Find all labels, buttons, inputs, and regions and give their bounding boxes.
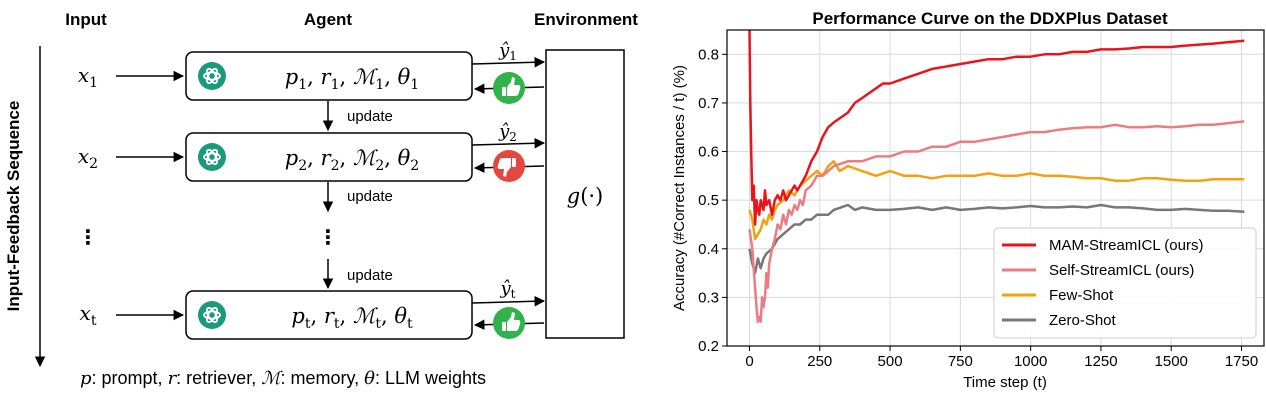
legend-label: Few-Shot — [1049, 287, 1114, 304]
legend-label: MAM-StreamICL (ours) — [1049, 237, 1203, 254]
agent-logo-icon — [197, 142, 227, 172]
y-tick-label: 0.6 — [698, 144, 719, 161]
agent-box-1 — [185, 51, 473, 101]
x-tick-label: 1000 — [1014, 353, 1047, 370]
agent-state-1: p1, r1, ℳ1, θ1 — [285, 65, 419, 93]
x-tick-label: 750 — [948, 353, 973, 370]
thumbs-up-icon — [493, 307, 525, 339]
agent-state-2: p2, r2, ℳ2, θ2 — [285, 146, 419, 174]
x-tick-label: 0 — [745, 353, 753, 370]
environment-function: g(·) — [567, 184, 604, 208]
x-tick-label: 1750 — [1225, 353, 1258, 370]
output-arrow-2 — [471, 138, 546, 149]
series-line — [748, 160, 1245, 241]
side-label: Input-Feedback Sequence — [4, 101, 23, 312]
input-x1: x1 — [78, 63, 98, 91]
legend-box — [993, 227, 1257, 339]
agent-box-2 — [185, 132, 473, 182]
y-tick-label: 0.7 — [698, 95, 719, 112]
input-xt: xt — [80, 301, 97, 329]
chart: Performance Curve on the DDXPlus Dataset… — [671, 9, 1265, 391]
x-axis-label: Time step (t) — [963, 374, 1047, 391]
input-x2: x2 — [78, 144, 98, 172]
series-line — [748, 203, 1245, 275]
y-tick-label: 0.2 — [698, 338, 719, 355]
agent-box-t — [185, 290, 473, 340]
environment-box — [545, 49, 625, 339]
chart-title: Performance Curve on the DDXPlus Dataset — [812, 9, 1168, 28]
chart-series — [748, 29, 1245, 323]
legend: MAM-StreamICL (ours) Self-StreamICL (our… — [993, 227, 1257, 339]
y-tick-label: 0.5 — [698, 192, 719, 209]
update-label-1: update — [347, 108, 393, 125]
input-ellipsis: ⋮ — [78, 227, 98, 249]
legend-label: Zero-Shot — [1049, 312, 1117, 329]
update-label-3: update — [347, 267, 393, 284]
agent-logo-icon — [197, 61, 227, 91]
legend-label: Self-StreamICL (ours) — [1049, 262, 1194, 279]
header-agent: Agent — [304, 10, 353, 29]
agent-ellipsis: ⋮ — [318, 227, 338, 249]
agent-logo-icon — [197, 300, 227, 330]
x-tick-label: 1500 — [1155, 353, 1188, 370]
output-y2: ŷ2 — [498, 121, 517, 144]
y-tick-label: 0.4 — [698, 241, 719, 258]
y-tick-label: 0.3 — [698, 289, 719, 306]
output-yt: ŷt — [500, 278, 516, 301]
x-tick-label: 500 — [878, 353, 903, 370]
agent-state-t: pt, rt, ℳt, θt — [291, 304, 413, 332]
diagram: Input Agent Environment Input-Feedback S… — [4, 10, 638, 389]
output-arrow-t — [471, 296, 546, 307]
header-input: Input — [65, 10, 107, 29]
x-tick-label: 1250 — [1084, 353, 1117, 370]
y-tick-label: 0.8 — [698, 46, 719, 63]
y-axis-label: Accuracy (#Correct Instances / t) (%) — [671, 65, 688, 311]
update-label-2: update — [347, 188, 393, 205]
series-line — [748, 120, 1245, 323]
thumbs-down-icon — [493, 150, 525, 182]
plot-frame — [726, 29, 1265, 347]
chart-ticks: 0 250 500 750 1000 1250 1500 1750 0.2 0.3 0.4 0.5 0.… — [698, 46, 1258, 370]
output-y1: ŷ1 — [498, 40, 517, 63]
series-line — [748, 29, 1245, 226]
x-tick-label: 250 — [807, 353, 832, 370]
header-environment: Environment — [534, 10, 638, 29]
thumbs-up-icon — [493, 72, 525, 104]
output-arrow-1 — [471, 57, 546, 68]
caption: p: prompt, r: retriever, ℳ: memory, θ: L… — [80, 368, 486, 389]
